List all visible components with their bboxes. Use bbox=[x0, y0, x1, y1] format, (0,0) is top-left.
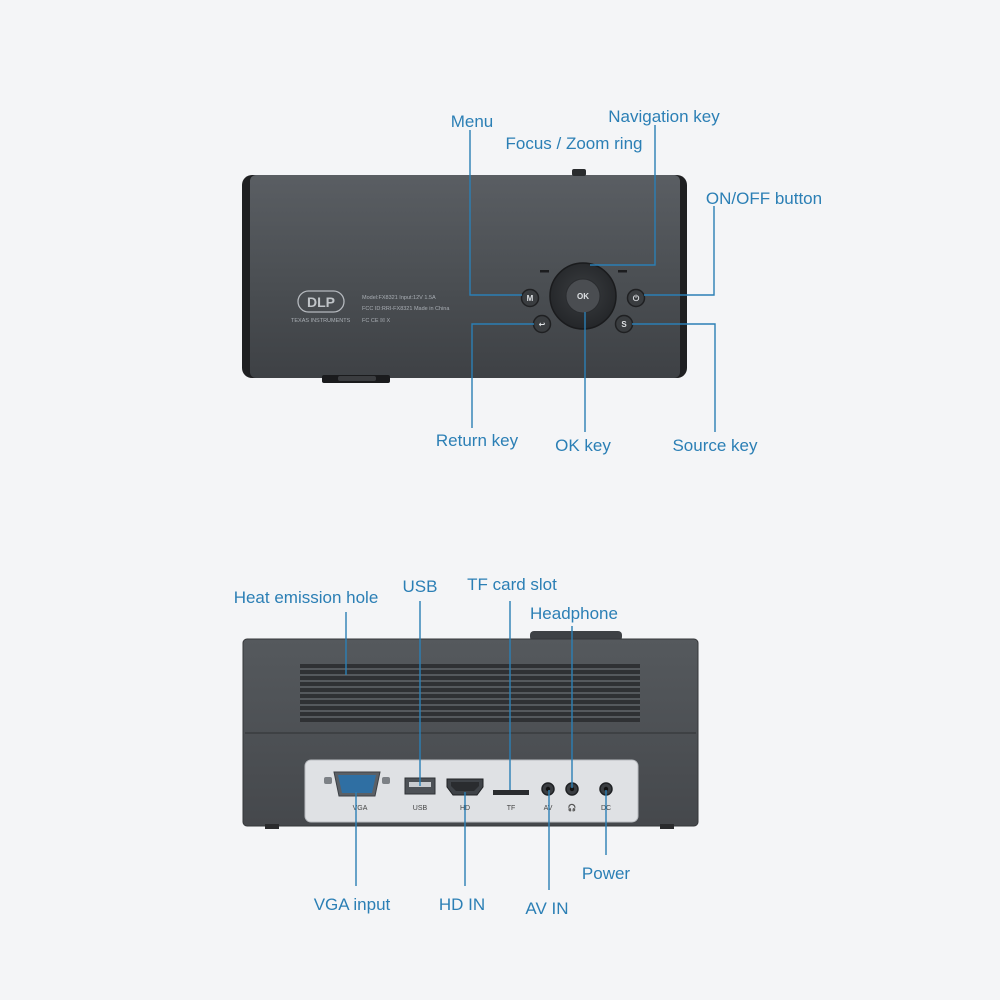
spec-line-2: FCC ID:RRI-FX8321 Made in China bbox=[362, 306, 450, 312]
tf-port-label: TF bbox=[507, 805, 516, 812]
menu-button[interactable] bbox=[520, 288, 540, 308]
leader-source bbox=[632, 323, 716, 432]
power-icon: ⏻ bbox=[633, 294, 640, 303]
label-hd-in: HD IN bbox=[439, 895, 485, 914]
label-navigation-key: Navigation key bbox=[608, 107, 720, 126]
focus-ring-knob[interactable] bbox=[572, 169, 586, 176]
ok-button-label: OK bbox=[577, 292, 589, 301]
leader-navigation bbox=[590, 125, 656, 266]
leader-menu bbox=[469, 130, 522, 296]
label-usb: USB bbox=[403, 577, 438, 596]
top-body bbox=[250, 175, 680, 378]
label-power: Power bbox=[582, 864, 631, 883]
label-heat-emission-hole: Heat emission hole bbox=[234, 588, 379, 607]
spec-line-3: FC CE ☒ X bbox=[362, 317, 390, 324]
spec-line-1: Model:FX8321 Input:12V 1.5A bbox=[362, 295, 436, 301]
vga-port-label: VGA bbox=[353, 805, 368, 812]
dlp-logo: DLP TEXAS INSTRUMENTS bbox=[291, 290, 351, 324]
tf-card-slot[interactable] bbox=[493, 790, 529, 795]
rear-view: VGA USB HD TF AV 🎧 DC bbox=[234, 575, 699, 918]
label-tf-card-slot: TF card slot bbox=[467, 575, 557, 594]
ti-logo-text: TEXAS INSTRUMENTS bbox=[291, 318, 351, 324]
vga-port[interactable] bbox=[324, 771, 390, 797]
hdmi-port[interactable] bbox=[446, 778, 484, 796]
label-av-in: AV IN bbox=[525, 899, 568, 918]
foot-right bbox=[660, 824, 674, 829]
indicator-right bbox=[618, 270, 627, 273]
leader-power bbox=[644, 206, 715, 296]
label-menu: Menu bbox=[451, 112, 494, 131]
label-on-off-button: ON/OFF button bbox=[706, 189, 822, 208]
label-source-key: Source key bbox=[672, 436, 758, 455]
label-headphone: Headphone bbox=[530, 604, 618, 623]
top-view: DLP TEXAS INSTRUMENTS Model:FX8321 Input… bbox=[242, 107, 822, 455]
vent-slats bbox=[300, 668, 640, 718]
headphone-icon: 🎧 bbox=[568, 803, 577, 812]
foot-left bbox=[265, 824, 279, 829]
source-button-label: S bbox=[621, 320, 627, 329]
label-return-key: Return key bbox=[436, 431, 519, 450]
label-vga-input: VGA input bbox=[314, 895, 391, 914]
dlp-logo-text: DLP bbox=[307, 294, 335, 310]
leader-return bbox=[471, 323, 534, 428]
indicator-left bbox=[540, 270, 549, 273]
label-focus-zoom-ring: Focus / Zoom ring bbox=[506, 134, 643, 153]
av-port-label: AV bbox=[544, 805, 553, 812]
power-button[interactable] bbox=[626, 288, 646, 308]
label-ok-key: OK key bbox=[555, 436, 611, 455]
ok-button[interactable] bbox=[565, 278, 601, 314]
return-icon: ↩ bbox=[539, 320, 546, 329]
usb-port-label: USB bbox=[413, 805, 428, 812]
menu-button-label: M bbox=[527, 294, 534, 303]
